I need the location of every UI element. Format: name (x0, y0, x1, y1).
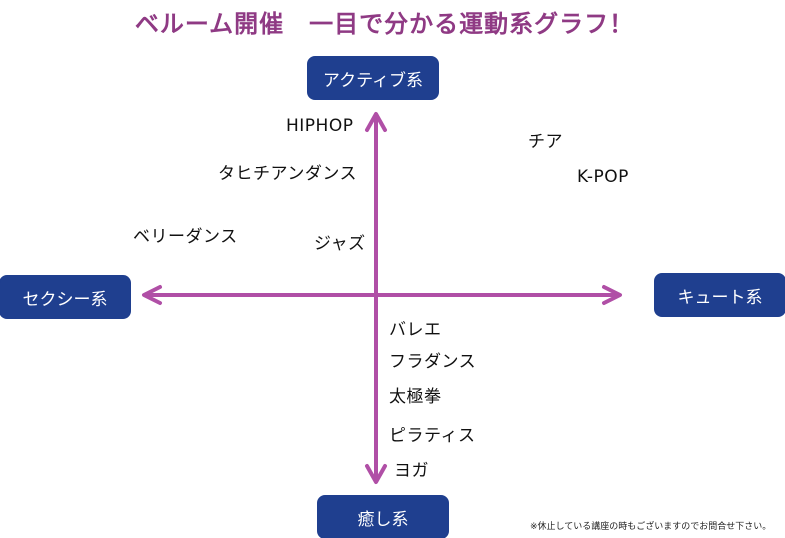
axis-label-sexy: セクシー系 (0, 276, 130, 318)
item-ballet: バレエ (389, 320, 442, 340)
footnote: ※休止している講座の時もございますのでお問合せ下さい。 (530, 522, 772, 532)
axis-label-healing: 癒し系 (318, 496, 448, 538)
axis-arrow-right (602, 285, 622, 305)
item-belly-dance: ベリーダンス (133, 227, 238, 247)
item-pilates: ピラティス (389, 426, 476, 446)
axis-label-active: アクティブ系 (308, 57, 438, 99)
item-jazz: ジャズ (314, 234, 366, 254)
item-hiphop: HIPHOP (286, 116, 354, 136)
axis-arrow-down (365, 464, 387, 484)
page-title: ベルーム開催 一目で分かる運動系グラフ！ (134, 9, 635, 38)
axis-label-cute: キュート系 (655, 274, 785, 316)
axis-arrow-left (142, 285, 162, 305)
item-cheer: チア (528, 132, 563, 152)
item-hula-dance: フラダンス (389, 352, 477, 372)
item-kpop: K-POP (577, 167, 629, 187)
item-tahitian-dance: タヒチアンダンス (218, 164, 357, 184)
item-taichi: 太極拳 (389, 387, 442, 407)
item-yoga: ヨガ (394, 461, 429, 481)
axis-arrow-up (365, 112, 387, 132)
